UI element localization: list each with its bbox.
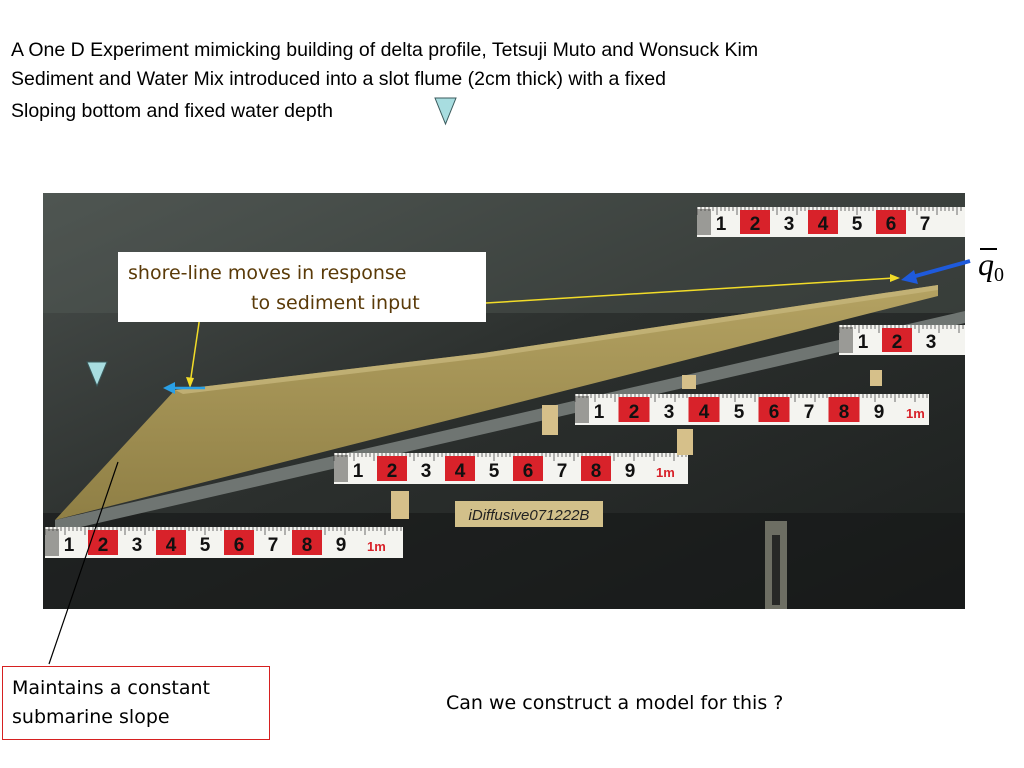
ruler-number: 6 xyxy=(523,461,534,482)
support-post-slot xyxy=(772,535,780,605)
shoreline-callout-line-1: shore-line moves in response xyxy=(128,262,407,284)
sloping-bottom-plate xyxy=(55,311,965,533)
ruler-red-block xyxy=(618,397,650,422)
ruler-end-cap xyxy=(839,327,853,353)
ruler-red-block xyxy=(581,456,611,481)
ruler-red-block xyxy=(292,530,322,555)
ruler-red-block xyxy=(882,328,912,352)
wall-tag xyxy=(677,429,693,455)
ruler-number: 2 xyxy=(98,535,109,556)
ruler: 1 2 3 4 5 6 7 xyxy=(696,207,965,237)
ruler-unit: 1m xyxy=(656,465,675,480)
ruler: 1 2 3 4 5 6 7 8 9 1m xyxy=(44,527,403,558)
filename-label: iDiffusive071222B xyxy=(469,507,590,524)
ruler-red-block xyxy=(377,456,407,481)
ruler-number: 6 xyxy=(886,214,897,235)
q0-overbar xyxy=(980,248,997,250)
ruler-end-cap xyxy=(697,209,711,235)
ruler-end-cap xyxy=(45,529,59,556)
ruler-unit: 1m xyxy=(367,539,386,554)
question-text: Can we construct a model for this ? xyxy=(446,692,784,714)
ruler-number: 2 xyxy=(892,332,903,353)
delta-topset-edge xyxy=(175,285,938,394)
ruler-red-block xyxy=(688,397,720,422)
wall-tag xyxy=(391,491,409,519)
ruler-number: 3 xyxy=(926,332,937,353)
ruler-red-block xyxy=(828,397,860,422)
ruler-number: 5 xyxy=(734,402,745,423)
ruler-end-cap xyxy=(334,455,348,482)
ruler-number: 3 xyxy=(784,214,795,235)
shoreline-callout: shore-line moves in response to sediment… xyxy=(118,252,486,322)
ruler-red-block xyxy=(758,397,790,422)
shoreline-callout-line-2: to sediment input xyxy=(251,292,420,314)
q0-symbol: q xyxy=(978,246,994,282)
ruler-red-block xyxy=(445,456,475,481)
ruler-number: 8 xyxy=(591,461,602,482)
ruler-unit: 1m xyxy=(906,406,925,421)
ruler-red-block xyxy=(224,530,254,555)
ruler: 1 2 3 4 5 6 7 8 9 1m xyxy=(574,394,929,425)
ruler-number: 7 xyxy=(804,402,815,423)
ruler-number: 8 xyxy=(302,535,313,556)
ruler-number: 5 xyxy=(489,461,500,482)
wall-tag xyxy=(682,375,696,389)
ruler-number: 7 xyxy=(920,214,931,235)
q0-label: q0 xyxy=(978,246,1004,287)
ruler-number: 4 xyxy=(455,461,466,482)
ruler-number: 8 xyxy=(839,402,850,423)
water-level-marker-title xyxy=(434,97,457,126)
ruler-number: 1 xyxy=(353,461,364,482)
slope-callout-line-2: submarine slope xyxy=(12,706,170,728)
ruler: 1 2 3 xyxy=(838,325,965,355)
ruler-number: 1 xyxy=(64,535,75,556)
q0-subscript: 0 xyxy=(994,264,1004,286)
ruler-number: 3 xyxy=(132,535,143,556)
slope-callout: Maintains a constant submarine slope xyxy=(2,666,270,740)
ruler-number: 1 xyxy=(858,332,869,353)
filename-label-bg xyxy=(455,501,603,527)
slope-callout-line-1: Maintains a constant xyxy=(12,677,210,699)
ruler-number: 7 xyxy=(557,461,568,482)
ruler-number: 1 xyxy=(594,402,605,423)
ruler-end-cap xyxy=(575,396,589,423)
ruler-number: 9 xyxy=(874,402,885,423)
ruler-number: 4 xyxy=(166,535,177,556)
ruler-number: 3 xyxy=(421,461,432,482)
sediment-delta xyxy=(55,285,938,520)
ruler-number: 6 xyxy=(769,402,780,423)
ruler-number: 9 xyxy=(336,535,347,556)
ruler-number: 2 xyxy=(750,214,761,235)
ruler-number: 5 xyxy=(852,214,863,235)
ruler-red-block xyxy=(876,210,906,234)
title-line-2: Sediment and Water Mix introduced into a… xyxy=(11,68,666,90)
ruler-number: 3 xyxy=(664,402,675,423)
ruler-number: 1 xyxy=(716,214,727,235)
ruler-number: 6 xyxy=(234,535,245,556)
ruler-number: 2 xyxy=(387,461,398,482)
ruler-number: 5 xyxy=(200,535,211,556)
ruler-number: 9 xyxy=(625,461,636,482)
ruler: 1 2 3 4 5 6 7 8 9 1m xyxy=(333,453,688,484)
ruler-number: 7 xyxy=(268,535,279,556)
ruler-red-block xyxy=(808,210,838,234)
title-line-3: Sloping bottom and fixed water depth xyxy=(11,100,333,122)
ruler-red-block xyxy=(513,456,543,481)
ruler-number: 4 xyxy=(818,214,829,235)
ruler-number: 4 xyxy=(699,402,710,423)
wall-tag xyxy=(870,370,882,386)
ruler-red-block xyxy=(156,530,186,555)
ruler-red-block xyxy=(740,210,770,234)
title-line-1: A One D Experiment mimicking building of… xyxy=(11,39,759,61)
ruler-number: 2 xyxy=(629,402,640,423)
wall-tag xyxy=(542,405,558,435)
